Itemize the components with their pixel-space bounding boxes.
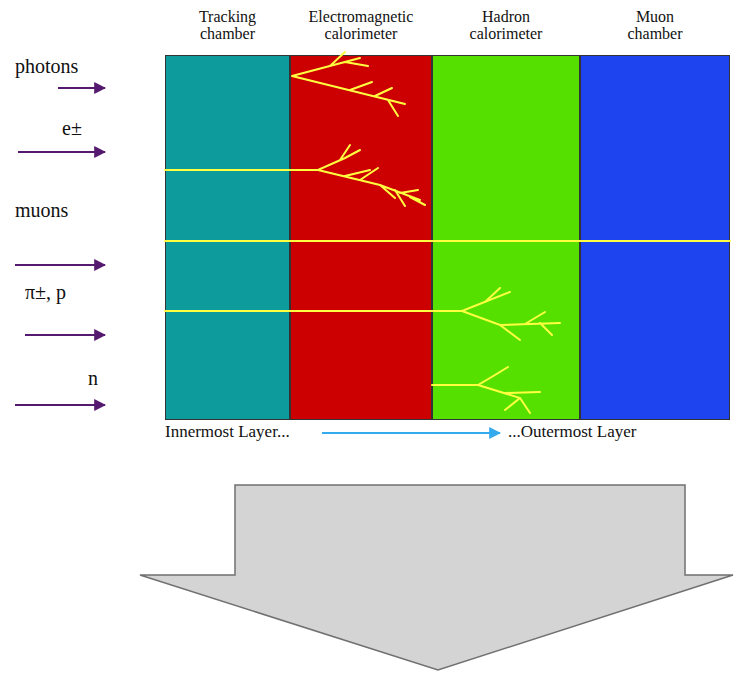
detector-layer: Electromagnetic calorimeter (290, 8, 432, 420)
layer-heading: Muon chamber (627, 8, 682, 42)
detector-layer: Muon chamber (580, 8, 730, 420)
layer-band (580, 55, 730, 420)
layer-heading: Tracking chamber (199, 8, 256, 42)
particle-label: π±, p (25, 281, 66, 303)
particle-label: muons (15, 199, 68, 221)
layer-band (432, 55, 580, 420)
direction-arrow (322, 432, 500, 434)
detector-layer: Tracking chamber (165, 8, 290, 420)
incoming-arrow (58, 87, 105, 89)
incoming-arrow (15, 404, 105, 406)
particle-label: n (88, 367, 98, 389)
incoming-arrows (15, 88, 105, 405)
incoming-arrow (15, 264, 105, 266)
detector-layer: Hadron calorimeter (432, 8, 580, 420)
layer-band (165, 55, 290, 420)
particle-label: e± (62, 117, 82, 139)
big-down-arrow (140, 485, 733, 670)
particle-label: photons (15, 55, 78, 77)
incoming-arrow (18, 151, 105, 153)
layer-order-label: ...Outermost Layer (508, 423, 636, 442)
incoming-arrow (25, 334, 105, 336)
muon-track (165, 240, 730, 242)
layer-heading: Hadron calorimeter (470, 8, 543, 42)
layer-heading: Electromagnetic calorimeter (309, 8, 414, 42)
layer-order-label: Innermost Layer... (165, 423, 290, 442)
layer-band (290, 55, 432, 420)
